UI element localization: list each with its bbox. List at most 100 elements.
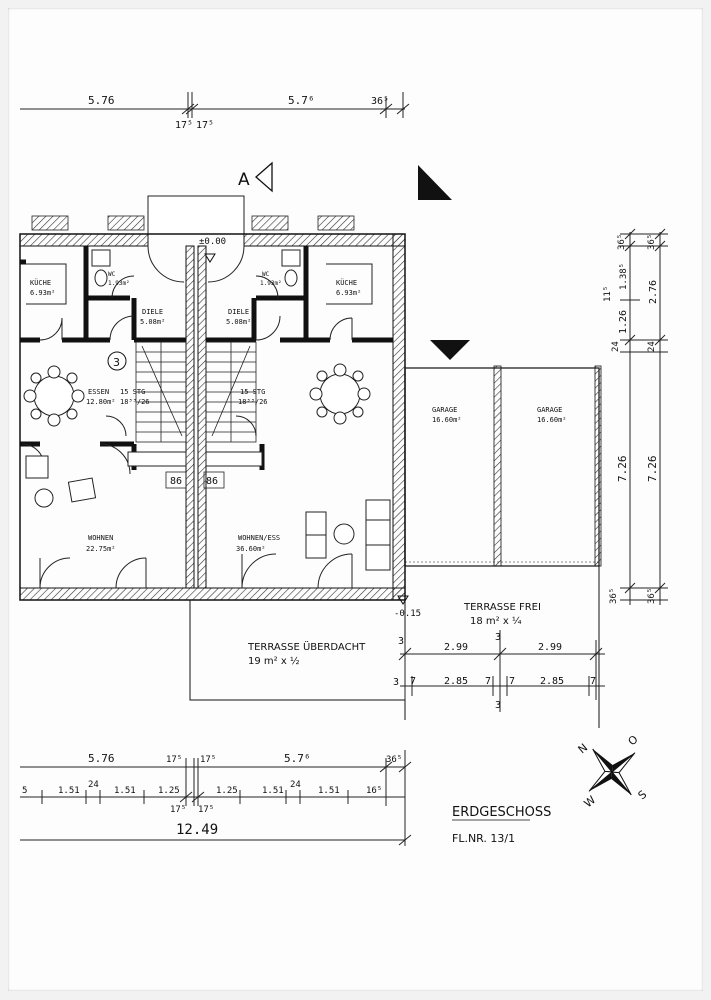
- right-dim-b: 36⁵: [647, 234, 657, 250]
- terrace-dim-7a: 7: [410, 676, 416, 687]
- door-width-right: 86: [206, 476, 218, 487]
- terrace-dim-row2-a: 2.85: [444, 676, 468, 687]
- terrace-dim-7c: 7: [509, 676, 515, 687]
- right-dimension-chain: [620, 228, 668, 605]
- bottom-dim-r2-8: 1.51: [318, 786, 340, 796]
- bottom-dim-r2-3: 1.51: [114, 786, 136, 796]
- entrance-canopy: [147, 195, 245, 235]
- bottom-dim-r3-0: 17⁵: [170, 805, 186, 815]
- compass-n: N: [576, 741, 591, 756]
- room-diele-left-name: DIELE: [142, 308, 163, 316]
- right-dim-f: 1.26: [618, 310, 629, 334]
- right-dim-j: 7.26: [646, 456, 659, 483]
- stair-landing-right: [205, 451, 263, 467]
- top-dim-mid-b: 17⁵: [196, 120, 214, 131]
- right-dim-l: 36⁵: [647, 588, 657, 604]
- section-arrow-icon: [255, 161, 273, 193]
- room-wc-left-area: 1.93m²: [108, 280, 130, 287]
- door-box-right: [203, 471, 225, 489]
- stair-landing-left: [127, 451, 187, 467]
- bottom-dim-r2-6: 1.51: [262, 786, 284, 796]
- house-number-circle: [107, 351, 127, 371]
- terrace-covered-title: TERRASSE ÜBERDACHT: [247, 640, 366, 653]
- right-dim-a: 36⁵: [617, 234, 627, 250]
- section-marker-label: A: [238, 170, 250, 190]
- bottom-dim-r1-0: 5.76: [88, 752, 115, 765]
- garages: [404, 365, 602, 567]
- bottom-dim-r2-5: 1.25: [216, 786, 238, 796]
- right-dim-h: 24: [647, 341, 657, 352]
- terrace-covered-area: 19 m² x ½: [248, 655, 300, 667]
- window-boxes-top: [31, 215, 355, 231]
- room-wc-right-name: WC: [262, 271, 270, 278]
- stair-right-ratio: 18³³/26: [238, 398, 268, 406]
- elevation-marker-icon: [204, 253, 216, 263]
- room-wc-left-name: WC: [108, 271, 116, 278]
- elevation-top: ±0.00: [199, 237, 226, 247]
- stairs: [135, 341, 257, 443]
- room-wc-right-area: 1.93m²: [260, 280, 282, 287]
- top-dim-mid-a: 17⁵: [175, 120, 193, 131]
- garage-left-name: GARAGE: [432, 406, 457, 414]
- elevation-terrace: -0.15: [394, 609, 421, 619]
- room-wohnen-ess-area: 36.60m²: [236, 545, 266, 553]
- bottom-dim-r2-0: 5: [22, 786, 27, 796]
- top-dim-left: 5.76: [88, 94, 115, 107]
- terrace-free-area: 18 m² x ¼: [470, 615, 522, 627]
- room-labels: KÜCHE 6.93m² KÜCHE 6.93m² WC 1.93m² WC 1…: [30, 271, 567, 553]
- terrace-dim-row1-a: 2.99: [444, 642, 468, 653]
- garage-right-name: GARAGE: [537, 406, 562, 414]
- right-dim-e: 11⁵: [603, 286, 613, 302]
- bottom-dim-total: 12.49: [176, 822, 218, 838]
- plot-number: FL.NR. 13/1: [452, 832, 515, 845]
- compass-w: W: [582, 793, 599, 810]
- compass-rose-icon: [588, 748, 636, 796]
- terrace-dim-7b: 7: [485, 676, 491, 687]
- stair-right-steps: 15 STG: [240, 388, 265, 396]
- door-box-left: [165, 471, 187, 489]
- terrace-dimension-chain: [398, 630, 605, 712]
- bottom-dim-r1-3: 5.7⁶: [284, 752, 311, 765]
- bottom-dim-r3-1: 17⁵: [198, 805, 214, 815]
- room-kueche-left-name: KÜCHE: [30, 278, 51, 287]
- down-triangle-icon: [430, 340, 470, 360]
- bottom-dim-r1-1: 17⁵: [166, 755, 182, 765]
- room-diele-right-name: DIELE: [228, 308, 249, 316]
- bottom-dimension-chain: [20, 750, 412, 846]
- compass-s: S: [636, 788, 650, 802]
- terrace-dim-row2-b: 2.85: [540, 676, 564, 687]
- bottom-dim-r2-4: 1.25: [158, 786, 180, 796]
- terrace-dim-7d: 7: [590, 676, 596, 687]
- room-essen-area: 12.80m²: [86, 398, 116, 406]
- room-kueche-left-area: 6.93m²: [30, 289, 55, 297]
- terrace-dim-3a: 3: [398, 636, 404, 647]
- bottom-dim-r2-9: 16⁵: [366, 786, 382, 796]
- room-wohnen-ess-name: WOHNEN/ESS: [238, 534, 280, 542]
- right-dim-d: 2.76: [648, 280, 659, 304]
- house-number: 3: [113, 356, 120, 369]
- right-dim-i: 7.26: [616, 456, 629, 483]
- bottom-dim-r2-7: 24: [290, 780, 301, 790]
- stair-left-ratio: 18³³/26: [120, 398, 150, 406]
- compass-o: O: [626, 733, 641, 749]
- bottom-dim-r2-1: 1.51: [58, 786, 80, 796]
- wc-fixtures: [91, 249, 301, 287]
- terrace-dim-row1-b: 2.99: [538, 642, 562, 653]
- room-wohnen-name: WOHNEN: [88, 534, 113, 542]
- terrace-elevation-icon: [397, 595, 409, 605]
- garage-left-area: 16.60m²: [432, 416, 462, 424]
- room-diele-left-area: 5.08m²: [140, 318, 165, 326]
- terrace-dim-3d: 3: [495, 700, 501, 711]
- door-width-left: 86: [170, 476, 182, 487]
- right-dim-k: 36⁵: [609, 588, 619, 604]
- dining-table-right: [309, 363, 371, 425]
- living-furniture: [25, 455, 391, 571]
- top-dimension-chain: [20, 92, 410, 118]
- top-dim-right: 5.7⁶: [288, 94, 315, 107]
- bottom-dim-r1-4: 36⁵: [386, 755, 402, 765]
- room-kueche-right-name: KÜCHE: [336, 278, 357, 287]
- room-wohnen-area: 22.75m²: [86, 545, 116, 553]
- garage-right-area: 16.60m²: [537, 416, 567, 424]
